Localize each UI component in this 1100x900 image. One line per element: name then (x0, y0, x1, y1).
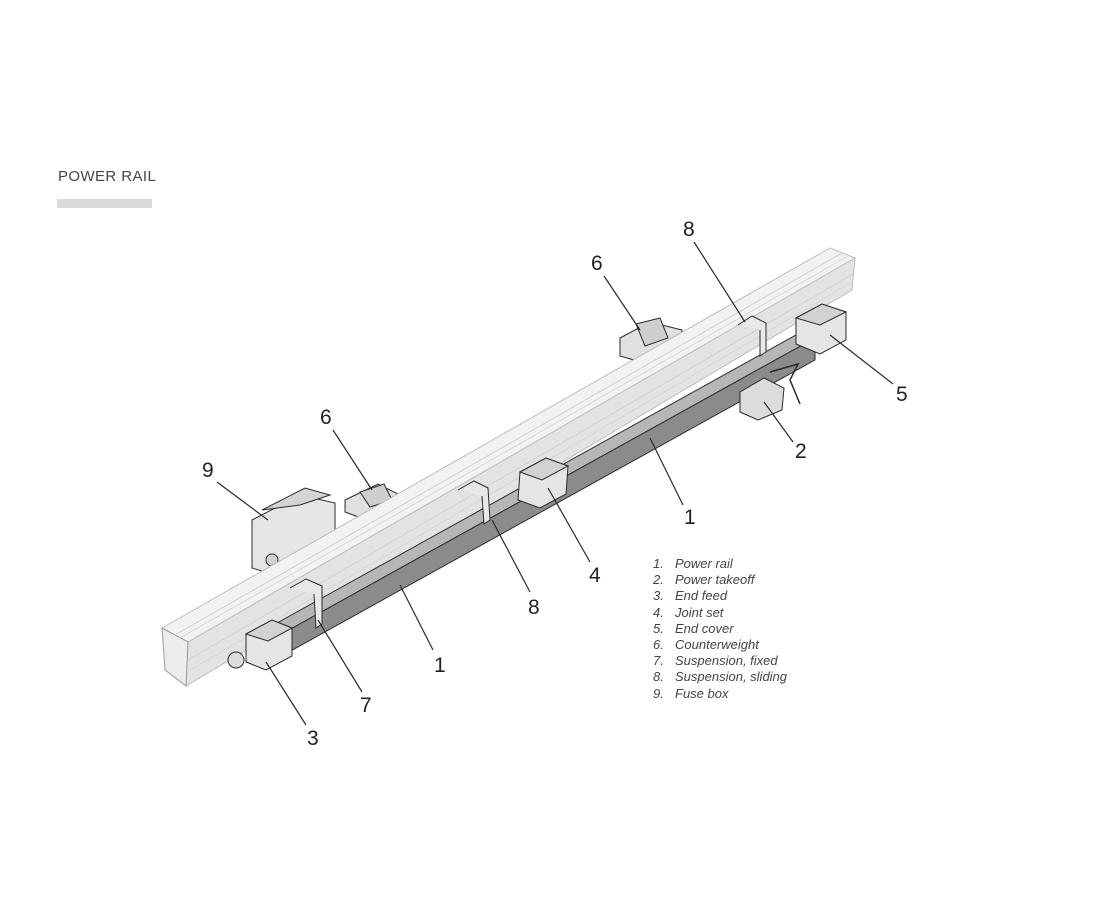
legend-number: 6. (653, 636, 664, 652)
suspension-fixed (289, 578, 323, 629)
joint-set (517, 457, 570, 509)
callout-3: 3 (307, 727, 319, 750)
legend-label: Counterweight (675, 636, 759, 652)
legend-item: 4. Joint set (653, 605, 787, 621)
legend-number: 4. (653, 604, 664, 620)
legend-label: End cover (675, 620, 734, 636)
legend-item: 8. Suspension, sliding (653, 669, 787, 685)
power-takeoff (739, 362, 801, 421)
section-title: POWER RAIL (58, 168, 157, 185)
legend-number: 7. (653, 653, 664, 669)
callout-6-rear: 6 (591, 252, 603, 275)
legend-item: 6. Counterweight (653, 637, 787, 653)
legend-item: 3. End feed (653, 588, 787, 604)
end-feed (227, 619, 294, 671)
legend-number: 5. (653, 620, 664, 636)
callout-4: 4 (589, 564, 601, 587)
callout-labels: 8 6 5 2 6 9 1 4 8 1 7 3 (202, 218, 908, 750)
legend-item: 2. Power takeoff (653, 572, 787, 588)
legend-number: 8. (653, 669, 664, 685)
legend-number: 2. (653, 572, 664, 588)
callout-2: 2 (795, 440, 807, 463)
callout-7: 7 (360, 694, 372, 717)
leader-lines (216, 241, 894, 726)
legend-item: 9. Fuse box (653, 686, 787, 702)
callout-8-rear: 8 (683, 218, 695, 241)
legend-number: 1. (653, 556, 664, 571)
legend-label: Joint set (675, 604, 724, 620)
callout-5: 5 (896, 383, 908, 406)
title-underline (57, 199, 152, 208)
callout-8-front: 8 (528, 596, 540, 619)
legend-item: 1. Power rail (653, 556, 787, 572)
legend-number: 9. (653, 685, 664, 701)
legend: 1.Power rail 2.Power takeoff 3.End feed … (653, 556, 787, 702)
legend-label: Power takeoff (675, 572, 755, 588)
suspension-sliding-rear (737, 315, 767, 357)
legend-number: 3. (653, 588, 664, 604)
legend-label: Power rail (675, 556, 733, 571)
callout-6-front: 6 (320, 406, 332, 429)
end-cover (794, 303, 848, 355)
legend-label: Suspension, sliding (675, 669, 788, 685)
callout-1-left: 1 (434, 654, 446, 677)
legend-item: 5. End cover (653, 621, 787, 637)
callout-1-right: 1 (684, 506, 696, 529)
legend-label: Suspension, fixed (675, 653, 778, 669)
legend-item: 7. Suspension, fixed (653, 653, 787, 669)
callout-9: 9 (202, 459, 214, 482)
suspension-sliding-front (457, 480, 491, 525)
legend-label: End feed (675, 588, 728, 604)
legend-label: Fuse box (675, 685, 729, 701)
